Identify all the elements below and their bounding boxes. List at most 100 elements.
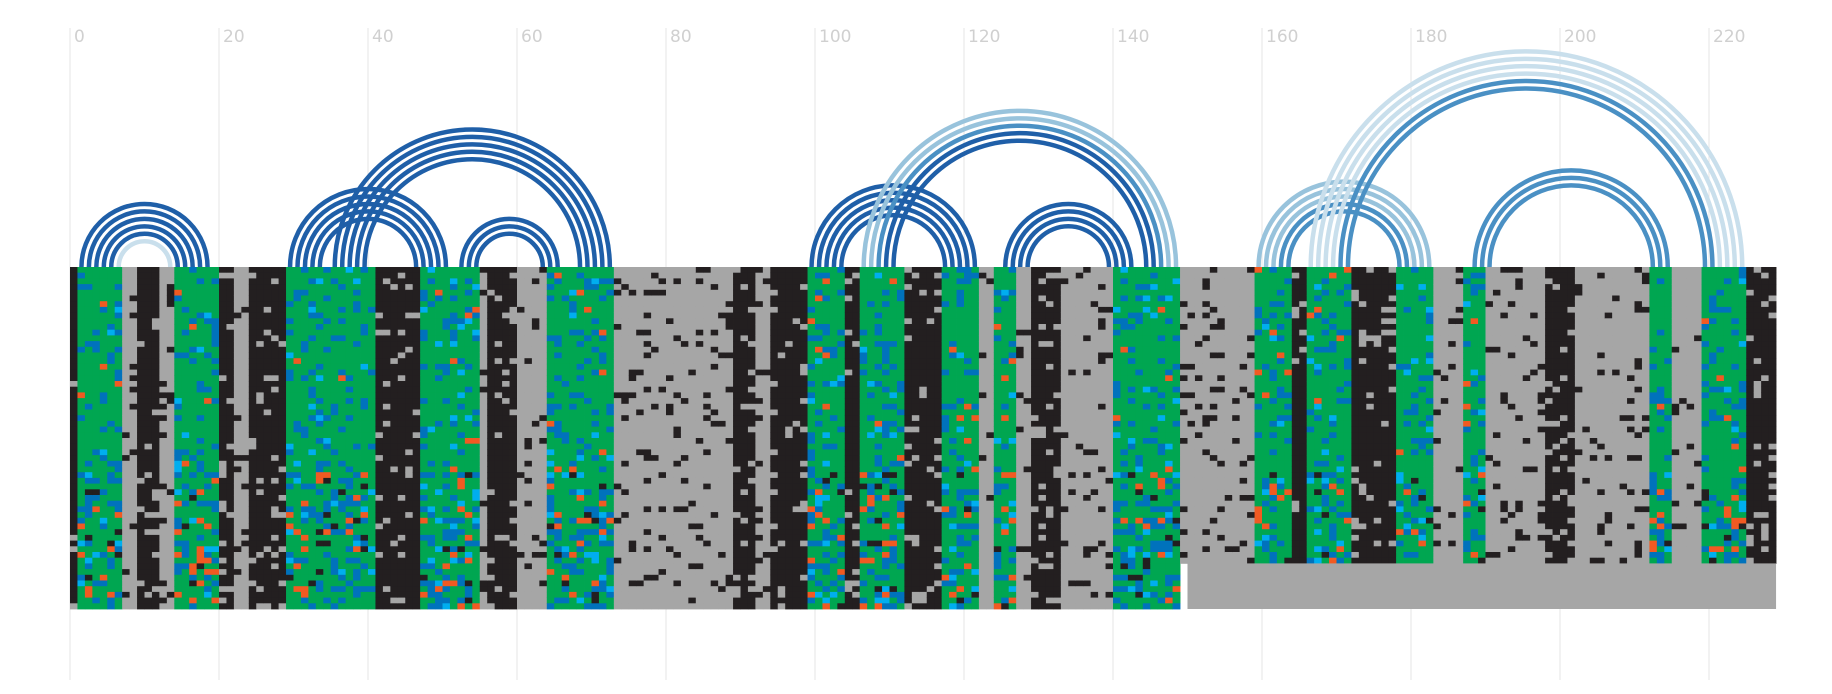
heatmap-cell: [323, 324, 332, 331]
heatmap-cell: [159, 438, 168, 445]
heatmap-cell: [494, 443, 503, 450]
heatmap-cell: [233, 432, 242, 439]
heatmap-segment-gap: [159, 267, 175, 610]
heatmap-cell: [651, 341, 659, 348]
heatmap-cell: [546, 523, 555, 530]
heatmap-cell: [256, 426, 265, 433]
heatmap-cell: [494, 312, 503, 319]
heatmap-cell: [658, 392, 667, 399]
heatmap-cell: [442, 500, 451, 507]
heatmap-cell: [233, 580, 242, 587]
heatmap-cell: [643, 295, 652, 302]
heatmap-cell: [159, 557, 168, 564]
heatmap-cell: [360, 426, 369, 433]
heatmap-cell: [70, 517, 78, 524]
heatmap-cell: [77, 523, 86, 530]
heatmap-cell: [353, 409, 361, 416]
heatmap-cell: [219, 398, 227, 405]
heatmap-cell: [263, 375, 272, 382]
heatmap-cell: [114, 495, 123, 502]
heatmap-cell: [621, 409, 630, 416]
heatmap-cell: [308, 580, 317, 587]
heatmap-cell: [487, 597, 496, 604]
heatmap-cell: [271, 306, 279, 313]
heatmap-cell: [539, 529, 548, 536]
heatmap-cell: [360, 517, 369, 524]
heatmap-cell: [412, 358, 421, 365]
heatmap-cell: [226, 603, 235, 610]
heatmap-cell: [241, 306, 250, 313]
heatmap-cell: [226, 489, 235, 496]
heatmap-cell: [643, 426, 652, 433]
heatmap-cell: [144, 546, 153, 553]
heatmap-cell: [181, 449, 190, 456]
heatmap-cell: [70, 352, 78, 359]
heatmap-cell: [263, 386, 272, 393]
heatmap-cell: [427, 363, 436, 370]
heatmap-cell: [293, 403, 302, 410]
heatmap-cell: [278, 455, 287, 462]
heatmap-cell: [263, 278, 272, 285]
heatmap-cell: [457, 306, 466, 313]
heatmap-cell: [584, 500, 592, 507]
heatmap-cell: [673, 318, 682, 325]
heatmap-cell: [196, 546, 205, 553]
heatmap-cell: [390, 512, 399, 519]
heatmap-cell: [412, 540, 421, 547]
heatmap-cell: [502, 443, 510, 450]
heatmap-cell: [99, 495, 108, 502]
heatmap-cell: [353, 574, 361, 581]
heatmap-cell: [248, 341, 257, 348]
heatmap-cell: [442, 352, 451, 359]
heatmap-cell: [539, 318, 548, 325]
heatmap-cell: [278, 512, 287, 519]
heatmap-cell: [658, 426, 667, 433]
heatmap-cell: [449, 460, 458, 467]
heatmap-cell: [129, 500, 138, 507]
heatmap-cell: [524, 517, 533, 524]
heatmap-cell: [159, 369, 168, 376]
heatmap-cell: [382, 580, 391, 587]
heatmap-cell: [166, 523, 175, 530]
heatmap-cell: [368, 267, 376, 274]
heatmap-cell: [390, 381, 399, 388]
heatmap-cell: [442, 466, 451, 473]
heatmap-cell: [241, 569, 250, 576]
heatmap-cell: [636, 495, 645, 502]
heatmap-cell: [137, 438, 145, 445]
heatmap-cell: [308, 335, 317, 342]
heatmap-cell: [680, 432, 689, 439]
heatmap-cell: [479, 341, 488, 348]
heatmap-cell: [397, 495, 406, 502]
heatmap-cell: [494, 460, 503, 467]
heatmap-cell: [122, 295, 130, 302]
heatmap-cell: [613, 517, 622, 524]
heatmap-cell: [122, 420, 130, 427]
heatmap-cell: [606, 552, 615, 559]
heatmap-cell: [360, 312, 369, 319]
heatmap-cell: [315, 472, 324, 479]
heatmap-cell: [509, 455, 518, 462]
heatmap-cell: [211, 272, 220, 279]
heatmap-cell: [680, 415, 689, 422]
heatmap-cell: [293, 426, 302, 433]
heatmap-cell: [420, 432, 428, 439]
heatmap-cell: [517, 460, 525, 467]
heatmap-cell: [256, 517, 265, 524]
heatmap-cell: [628, 375, 637, 382]
heatmap-cell: [211, 472, 220, 479]
heatmap-cell: [606, 483, 615, 490]
heatmap-cell: [256, 523, 265, 530]
heatmap-cell: [241, 324, 250, 331]
heatmap-cell: [442, 312, 451, 319]
heatmap-cell: [673, 466, 682, 473]
heatmap-cell: [189, 506, 198, 513]
heatmap-cell: [576, 398, 585, 405]
heatmap-cell: [539, 403, 548, 410]
heatmap-cell: [613, 603, 622, 610]
heatmap-cell: [666, 455, 674, 462]
heatmap-cell: [412, 557, 421, 564]
heatmap-cell: [546, 426, 555, 433]
heatmap-cell: [628, 574, 637, 581]
